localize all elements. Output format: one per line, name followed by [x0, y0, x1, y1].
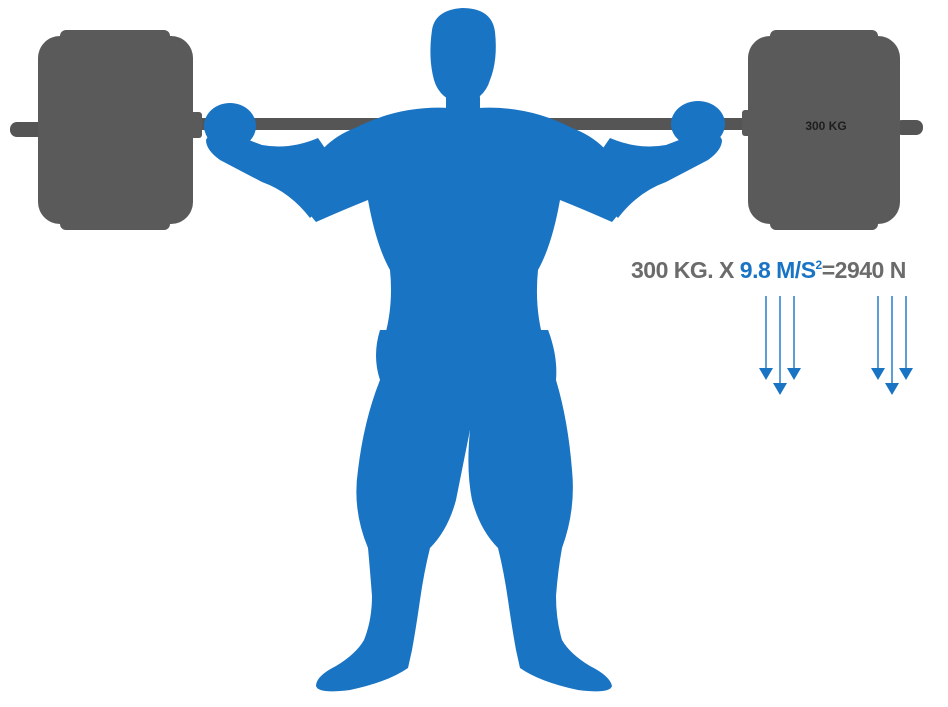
- arrow-group-left: [759, 296, 801, 395]
- weight-plate-left: [38, 30, 193, 230]
- plate-label: 300 KG: [805, 119, 846, 133]
- force-arrows: [759, 296, 913, 395]
- weightlifter-silhouette: [204, 8, 725, 691]
- weight-plate-right: 300 KG: [748, 30, 900, 230]
- arrow-group-right: [871, 296, 913, 395]
- formula-mass: 300 KG. X: [631, 257, 740, 283]
- force-formula: 300 KG. X 9.8 M/S2=2940 N: [631, 255, 948, 285]
- formula-acceleration: 9.8 M/S: [740, 257, 816, 283]
- formula-result: =2940 N: [822, 257, 906, 283]
